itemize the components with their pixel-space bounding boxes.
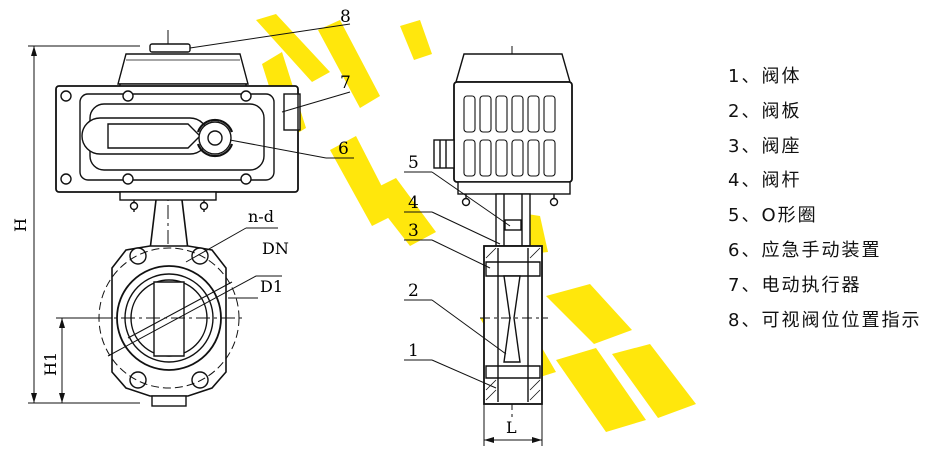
callout-3: 3 <box>408 221 419 241</box>
callout-1: 1 <box>408 341 419 361</box>
label-dn: DN <box>262 239 289 258</box>
callout-7: 7 <box>340 73 351 93</box>
legend-item-5: 5、O形圈 <box>728 205 818 227</box>
callout-2: 2 <box>408 281 419 301</box>
front-view <box>28 23 354 407</box>
legend-item-2: 2、阀板 <box>728 100 802 122</box>
legend-item-6: 6、应急手动装置 <box>728 239 882 261</box>
callout-8: 8 <box>340 7 351 27</box>
callout-6: 6 <box>338 139 349 159</box>
label-h: H <box>11 218 30 232</box>
callout-4: 4 <box>408 193 419 213</box>
legend-item-8: 8、可视阀位位置指示 <box>728 309 922 331</box>
legend-item-3: 3、阀座 <box>728 135 802 157</box>
label-d1: D1 <box>260 277 283 296</box>
legend-item-7: 7、电动执行器 <box>728 274 862 296</box>
callout-5: 5 <box>408 153 419 173</box>
legend-item-1: 1、阀体 <box>728 66 802 87</box>
side-view <box>404 46 573 446</box>
legend-item-4: 4、阀杆 <box>728 170 802 192</box>
label-n-d: n-d <box>248 207 274 226</box>
parts-legend: 1、阀体 2、阀板 3、阀座 4、阀杆 5、O形圈 6、应急手动装置 7、电动执… <box>728 62 948 340</box>
label-h1: H1 <box>41 352 60 376</box>
label-l: L <box>506 418 517 437</box>
